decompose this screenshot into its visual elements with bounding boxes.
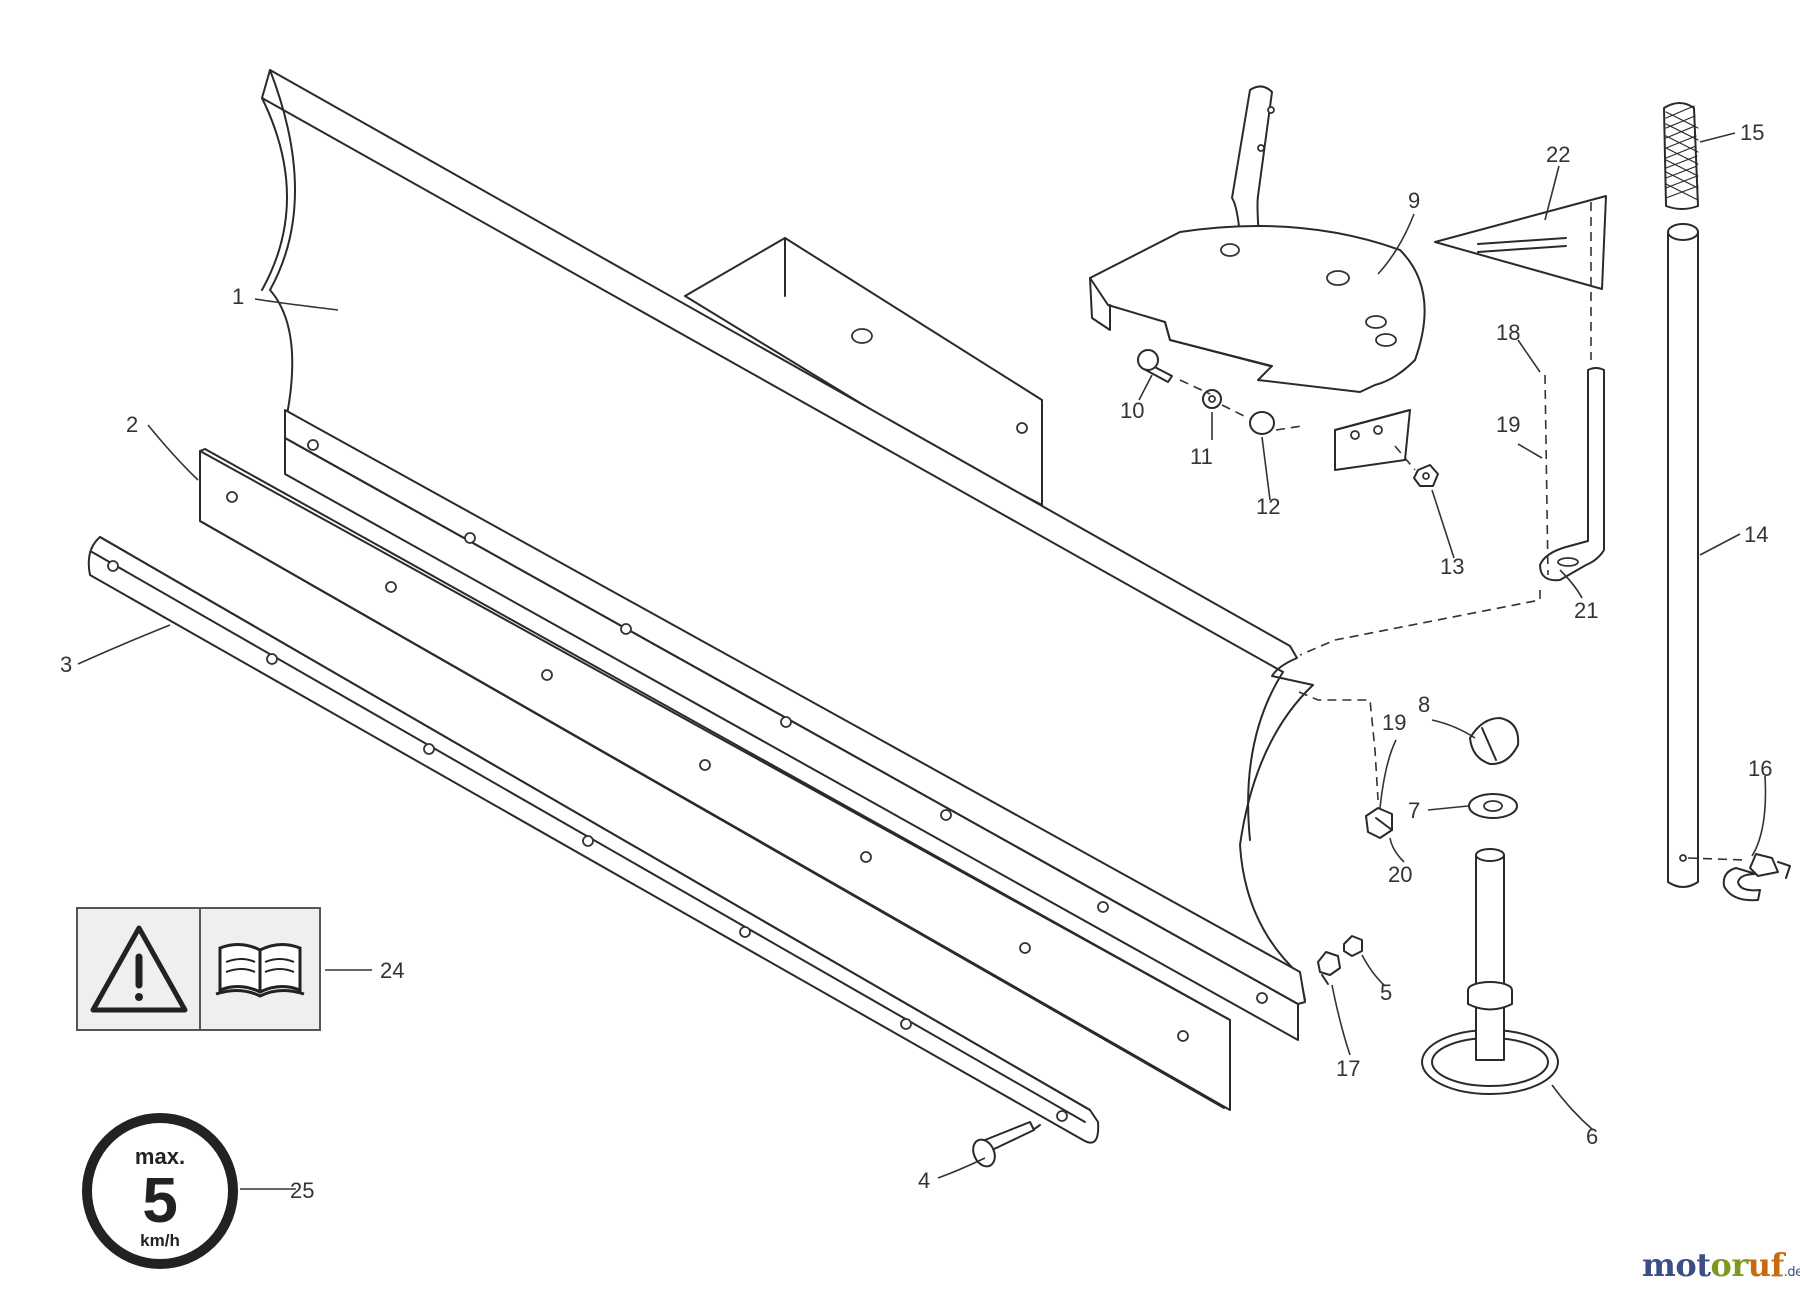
blade-face: [269, 69, 1314, 1001]
label-part-4: 4: [918, 1168, 930, 1193]
speed-sign-unit: km/h: [140, 1231, 180, 1250]
label-part-19-upper: 19: [1496, 412, 1520, 437]
watermark-part-1: mot: [1642, 1246, 1711, 1284]
label-part-1: 1: [232, 284, 244, 309]
label-part-10: 10: [1120, 398, 1144, 423]
nut-13: [1413, 464, 1439, 487]
part-number-labels: 1 2 3 4 5 6 7 8 9 10 11 12 13 14 15 16 1…: [60, 120, 1772, 1203]
label-part-20: 20: [1388, 862, 1412, 887]
carriage-bolt: [972, 1121, 1041, 1168]
plow-blade: [261, 69, 1314, 1041]
l-pin-21: [1299, 367, 1605, 656]
locking-pin-22: [1434, 195, 1607, 360]
label-part-19-lower: 19: [1382, 710, 1406, 735]
mounting-plate: [1089, 85, 1426, 471]
nut-17: [1317, 951, 1341, 985]
blade-lower-strip: [284, 409, 1306, 1005]
label-part-14: 14: [1744, 522, 1768, 547]
washer-11: [1202, 389, 1222, 409]
cutting-edge-holes: [107, 560, 1068, 1122]
grip-15: [1663, 102, 1699, 210]
handle-rod-14: [1667, 223, 1699, 888]
label-part-2: 2: [126, 412, 138, 437]
blade-strip-holes: [307, 439, 1268, 1004]
site-watermark: motoruf.de: [1642, 1246, 1800, 1284]
label-part-8: 8: [1418, 692, 1430, 717]
label-part-9: 9: [1408, 188, 1420, 213]
label-part-25: 25: [290, 1178, 314, 1203]
watermark-part-3: uf: [1747, 1246, 1785, 1284]
label-part-21: 21: [1574, 598, 1598, 623]
bolt-10: [1137, 349, 1173, 383]
clip-20: [1365, 807, 1393, 839]
warning-triangle-icon: [90, 925, 188, 1013]
label-part-22: 22: [1546, 142, 1570, 167]
label-part-17: 17: [1336, 1056, 1360, 1081]
manual-book-icon: [215, 943, 305, 998]
label-part-15: 15: [1740, 120, 1764, 145]
watermark-part-4: .de: [1783, 1265, 1800, 1280]
label-part-16: 16: [1748, 756, 1772, 781]
watermark-part-2: or: [1710, 1246, 1748, 1284]
label-part-12: 12: [1256, 494, 1280, 519]
label-part-6: 6: [1586, 1124, 1598, 1149]
label-part-18: 18: [1496, 320, 1520, 345]
knob-8: [1469, 717, 1520, 766]
speed-limit-sign: max. 5 km/h: [82, 1113, 238, 1269]
skid-shoe-6: [1421, 848, 1559, 1095]
leader-lines: [77, 132, 1767, 1190]
label-part-7: 7: [1408, 798, 1420, 823]
safety-decal-24: [76, 907, 321, 1031]
wear-strip-holes: [226, 491, 1189, 1042]
label-part-5: 5: [1380, 980, 1392, 1005]
cutting-edge: [87, 536, 1100, 1144]
label-part-13: 13: [1440, 554, 1464, 579]
clamp-16: [1687, 853, 1791, 902]
wear-strip: [199, 448, 1231, 1111]
spacer-12: [1249, 411, 1275, 435]
label-part-3: 3: [60, 652, 72, 677]
washer-7: [1468, 793, 1518, 819]
speed-sign-top: max.: [135, 1144, 185, 1169]
nut-5: [1343, 935, 1363, 957]
speed-sign-value: 5: [142, 1164, 178, 1236]
label-part-11: 11: [1190, 444, 1213, 469]
label-part-24: 24: [380, 958, 404, 983]
